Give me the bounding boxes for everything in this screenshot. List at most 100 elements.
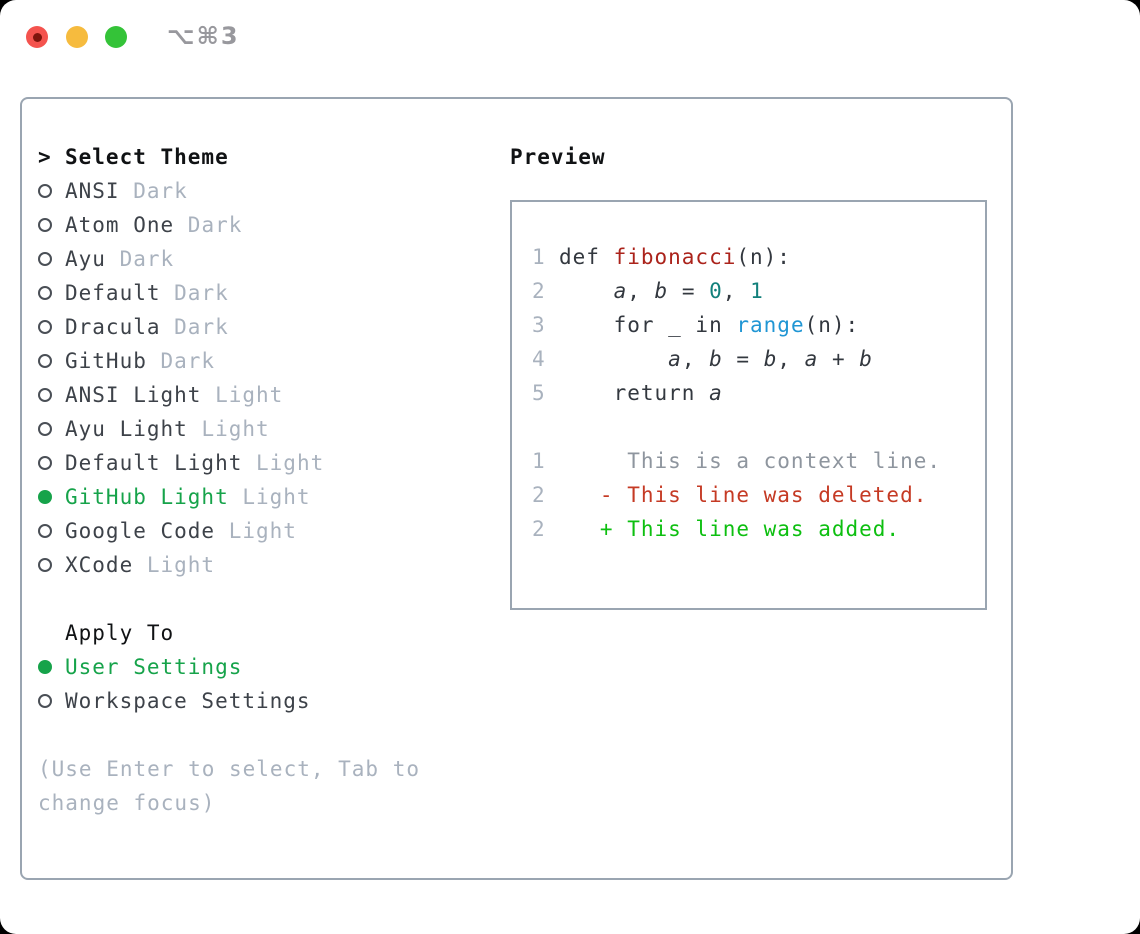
theme-variant: Light [187, 417, 270, 441]
minimize-button[interactable] [66, 26, 88, 48]
code-line: 3 for _ in range(n): [532, 308, 985, 342]
theme-option-github[interactable]: GitHub Dark [38, 344, 420, 378]
prompt-icon: > [38, 145, 52, 169]
line-number: 1 [532, 449, 546, 473]
code-token: b [654, 279, 669, 303]
code-line: 4 a, b = b, a + b [532, 342, 985, 376]
spacer [38, 718, 420, 752]
theme-name: GitHub [65, 349, 147, 373]
theme-variant: Light [242, 451, 325, 475]
theme-option-google-code[interactable]: Google Code Light [38, 514, 420, 548]
preview-title: Preview [510, 145, 606, 169]
apply-option-label: Workspace Settings [65, 689, 311, 713]
code-token: return [559, 381, 710, 405]
code-token: 1 [750, 279, 764, 303]
theme-option-dracula[interactable]: Dracula Dark [38, 310, 420, 344]
radio-icon [38, 310, 65, 344]
theme-name: XCode [65, 553, 134, 577]
code-token: 0 [709, 279, 723, 303]
radio-icon [38, 208, 65, 242]
diff-text: This is a context line. [559, 449, 942, 473]
theme-option-default-light[interactable]: Default Light Light [38, 446, 420, 480]
theme-option-ayu-light[interactable]: Ayu Light Light [38, 412, 420, 446]
hint-line-1: (Use Enter to select, Tab to [38, 757, 421, 781]
theme-option-ansi[interactable]: ANSI Dark [38, 174, 420, 208]
keyboard-shortcut-label: ⌥⌘3 [167, 22, 240, 50]
code-token: a [709, 381, 723, 405]
diff-line-add: 2 + This line was added. [532, 512, 985, 546]
select-theme-heading: > Select Theme [38, 140, 420, 174]
apply-option-label: User Settings [65, 655, 243, 679]
theme-name: Ayu [65, 247, 106, 271]
theme-variant: Dark [174, 213, 243, 237]
code-line: 5 return a [532, 376, 985, 410]
theme-option-default[interactable]: Default Dark [38, 276, 420, 310]
line-number: 1 [532, 245, 546, 269]
apply-to-heading: Apply To [38, 616, 420, 650]
blank-line [532, 410, 985, 444]
code-token: fibonacci [613, 245, 737, 269]
code-token: , [681, 347, 710, 371]
theme-name: Default Light [65, 451, 243, 475]
zoom-button[interactable] [105, 26, 127, 48]
code-token: , [722, 279, 751, 303]
theme-option-ansi-light[interactable]: ANSI Light Light [38, 378, 420, 412]
code-token: range [736, 313, 805, 337]
diff-line-ctx: 1 This is a context line. [532, 444, 985, 478]
diff-text: - This line was deleted. [559, 483, 928, 507]
code-token: a [613, 279, 628, 303]
select-theme-title: Select Theme [65, 145, 229, 169]
theme-option-atom-one[interactable]: Atom One Dark [38, 208, 420, 242]
code-token: = [668, 279, 710, 303]
theme-variant: Light [228, 485, 311, 509]
code-token [559, 279, 614, 303]
code-token: , [777, 347, 805, 371]
radio-selected-icon [38, 480, 65, 514]
apply-to-title: Apply To [65, 621, 175, 645]
theme-name: Google Code [65, 519, 216, 543]
code-token: b [709, 347, 723, 371]
theme-option-ayu[interactable]: Ayu Dark [38, 242, 420, 276]
theme-name: GitHub Light [65, 485, 229, 509]
theme-name: Dracula [65, 315, 161, 339]
radio-icon [38, 684, 65, 718]
apply-option-workspace-settings[interactable]: Workspace Settings [38, 684, 420, 718]
code-token: b [763, 347, 778, 371]
preview-heading: Preview [490, 140, 606, 174]
line-number: 2 [532, 483, 546, 507]
diff-line-del: 2 - This line was deleted. [532, 478, 985, 512]
theme-variant: Dark [160, 315, 229, 339]
code-token: def [559, 245, 614, 269]
hint-line-2: change focus) [38, 791, 216, 815]
line-number: 2 [532, 517, 546, 541]
code-token: for _ in [559, 313, 737, 337]
apply-option-user-settings[interactable]: User Settings [38, 650, 420, 684]
spacer [38, 582, 420, 616]
radio-icon [38, 344, 65, 378]
theme-variant: Dark [105, 247, 175, 271]
radio-icon [38, 412, 65, 446]
theme-name: ANSI [65, 179, 120, 203]
theme-option-github-light[interactable]: GitHub Light Light [38, 480, 420, 514]
code-line: 2 a, b = 0, 1 [532, 274, 985, 308]
theme-option-xcode[interactable]: XCode Light [38, 548, 420, 582]
line-number: 5 [532, 381, 546, 405]
code-token: b [859, 347, 873, 371]
theme-name: Atom One [65, 213, 175, 237]
line-number: 2 [532, 279, 546, 303]
line-number: 4 [532, 347, 546, 371]
theme-name: ANSI Light [65, 383, 202, 407]
theme-variant: Dark [119, 179, 188, 203]
radio-icon [38, 276, 65, 310]
theme-name: Ayu Light [65, 417, 188, 441]
hint-text: (Use Enter to select, Tab to change focu… [38, 752, 420, 820]
code-token: = [722, 347, 764, 371]
close-button[interactable] [26, 26, 48, 48]
radio-icon [38, 378, 65, 412]
